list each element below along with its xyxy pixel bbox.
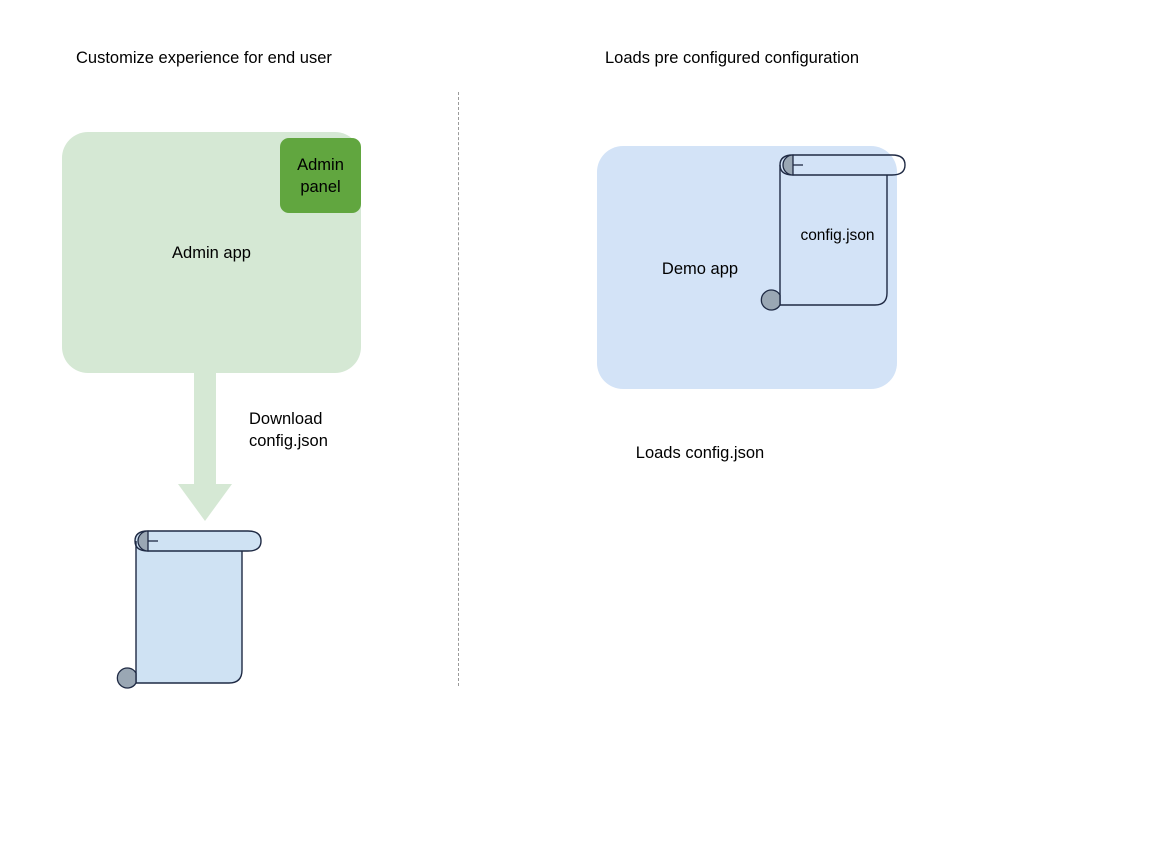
demo-app-box[interactable] [597, 146, 897, 389]
admin-panel-label: Admin panel [297, 156, 344, 196]
left-scroll-document-label: config.json [154, 603, 230, 620]
column-divider [458, 92, 459, 686]
loads-config-caption: Loads config.json [635, 444, 765, 462]
left-column-title: Customize experience for end user [76, 49, 332, 67]
admin-app-label: Admin app [172, 244, 251, 262]
download-arrow-icon [178, 373, 232, 521]
right-column-title: Loads pre configured configuration [605, 49, 860, 67]
download-arrow-label: Download config.json [249, 410, 328, 450]
demo-app-label: Demo app [661, 260, 739, 278]
right-scroll-document-label: config.json [800, 227, 875, 244]
admin-panel-box[interactable] [280, 138, 361, 213]
